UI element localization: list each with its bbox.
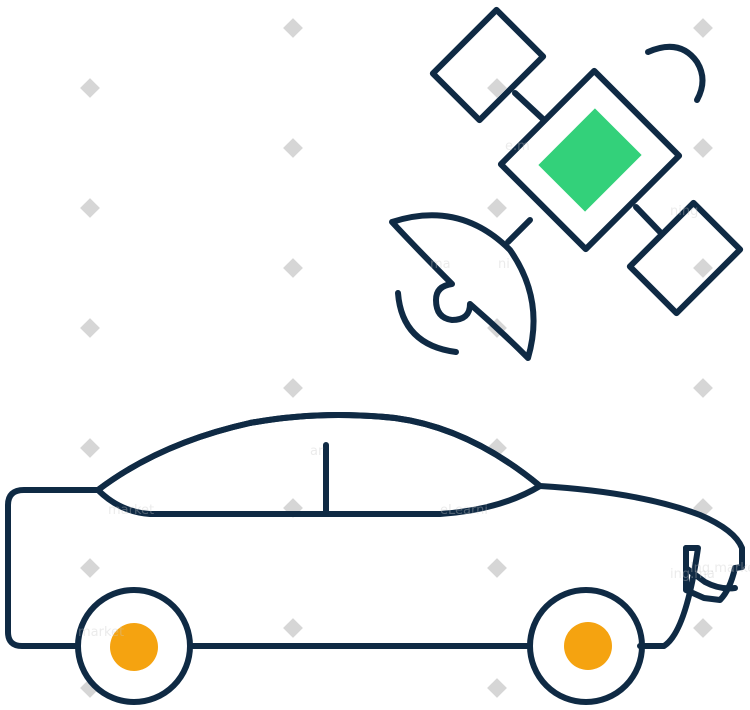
watermark-diamond [80, 318, 100, 338]
satellite-dish-icon [389, 212, 537, 361]
panel-connector-lower [633, 204, 663, 235]
watermark-text: market [108, 503, 154, 518]
watermark-diamond [487, 198, 507, 218]
panel-connector-upper [512, 90, 547, 123]
satellite-body [497, 67, 683, 253]
antenna-arc [645, 43, 706, 103]
watermark-diamond [487, 78, 507, 98]
watermark-diamond [80, 198, 100, 218]
watermark-text: ing.ma [670, 567, 715, 582]
watermark-diamond [283, 618, 303, 638]
watermark-text: eLearni [440, 503, 488, 518]
watermark-text: market [78, 625, 124, 640]
solar-panel-upper [429, 6, 547, 124]
watermark-diamond [283, 258, 303, 278]
watermark-diamond [487, 678, 507, 698]
car-icon [5, 411, 745, 705]
watermark-text: ma [430, 257, 451, 272]
watermark-diamond [283, 378, 303, 398]
satellite-screen [538, 108, 642, 212]
watermark-text-layer: ar e.m ning market ing.ma eLearni ing.market ni… [78, 139, 750, 640]
watermark-diamond [693, 618, 713, 638]
solar-panel-lower [626, 199, 744, 317]
dish-stem [505, 217, 533, 245]
watermark-diamond [283, 18, 303, 38]
watermark-diamond [80, 558, 100, 578]
headlight [683, 545, 738, 592]
watermark-text: ni [498, 257, 510, 272]
watermark-layer [80, 18, 713, 698]
watermark-diamond [693, 18, 713, 38]
watermark-text: ar [310, 444, 324, 459]
signal-arc-icon [395, 290, 459, 355]
watermark-diamond [80, 78, 100, 98]
watermark-diamond [693, 378, 713, 398]
watermark-text: ning [670, 204, 698, 219]
watermark-diamond [487, 558, 507, 578]
front-wheel-hub [110, 623, 158, 671]
watermark-diamond [80, 438, 100, 458]
front-wheel [75, 587, 193, 705]
watermark-text: e.m [505, 139, 530, 154]
watermark-diamond [283, 138, 303, 158]
satellite-icon [389, 6, 744, 361]
watermark-diamond [693, 138, 713, 158]
rear-wheel-hub [564, 622, 612, 670]
watermark-text: ing.market [690, 561, 750, 576]
car-window [95, 411, 543, 517]
rear-wheel [527, 587, 645, 705]
watermark-diamond [693, 258, 713, 278]
